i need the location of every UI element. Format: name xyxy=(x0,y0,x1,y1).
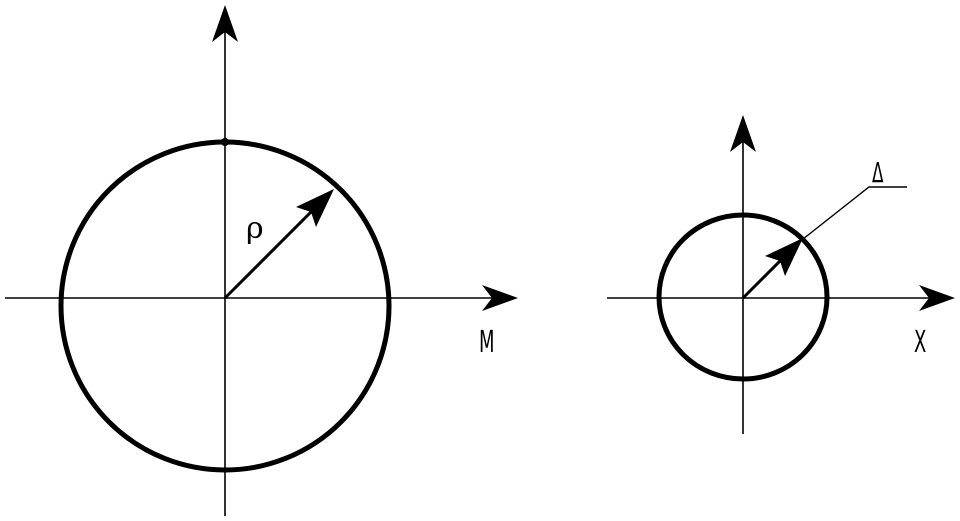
left-x-axis-label: M xyxy=(479,324,495,359)
left-y-axis-arrowhead xyxy=(212,5,238,42)
right-figure: Δ X xyxy=(607,115,955,434)
right-radius-arrowhead xyxy=(765,238,803,276)
right-radius-label: Δ xyxy=(872,158,884,190)
left-radius-arrowhead xyxy=(296,189,334,227)
left-figure: ρ M xyxy=(5,5,518,516)
left-x-axis-arrowhead xyxy=(482,285,518,311)
left-radius-line xyxy=(223,201,322,300)
left-top-point xyxy=(221,138,229,146)
right-x-axis-arrowhead xyxy=(919,285,955,311)
right-circle xyxy=(656,212,830,382)
right-y-axis-arrowhead xyxy=(730,115,756,152)
right-leader-line xyxy=(797,186,907,244)
left-radius-label: ρ xyxy=(246,211,264,246)
right-x-axis-label: X xyxy=(914,324,926,359)
